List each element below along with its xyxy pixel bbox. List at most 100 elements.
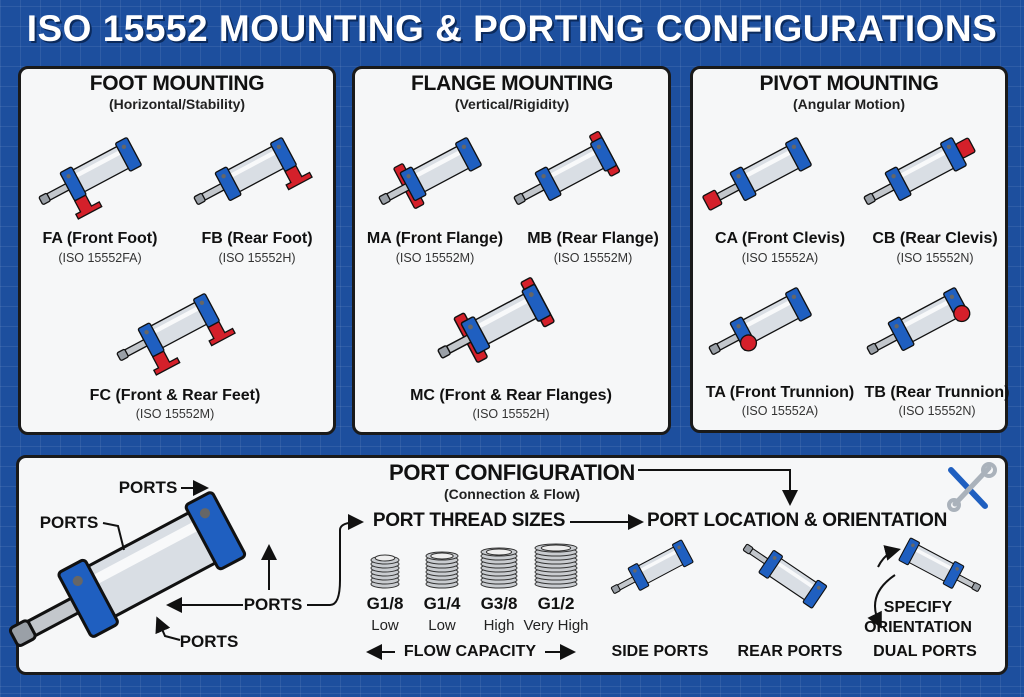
port-hole [406, 174, 411, 179]
iso-code: (ISO 15552M) [135, 407, 215, 421]
foot-bracket [151, 350, 181, 376]
iso-code: (ISO 15552FA) [58, 251, 142, 265]
panel-heading: PIVOT MOUNTING [759, 72, 939, 95]
location-heading: PORT LOCATION & ORIENTATION [646, 510, 948, 531]
port-hole [894, 324, 899, 329]
mount-label: TA (Front Trunnion) [705, 384, 855, 401]
port-hole [736, 174, 741, 179]
port-hole [468, 324, 473, 330]
barrel-highlight [899, 150, 947, 178]
ports-callout: PORTS [243, 595, 303, 614]
panel-subheading: (Angular Motion) [793, 96, 905, 112]
mount-label: CB (Rear Clevis) [872, 230, 998, 247]
foot-bracket [73, 194, 103, 220]
thread-size: G1/8 [366, 594, 404, 613]
barrel-highlight [776, 561, 815, 589]
port-hole [121, 144, 127, 150]
iso-code: (ISO 15552A) [741, 404, 819, 418]
cylinder-front-flange-icon [365, 115, 515, 230]
mount-label: FB (Rear Foot) [201, 230, 313, 247]
rod-thread [708, 342, 721, 355]
port-hole [816, 585, 821, 590]
barrel-highlight [152, 306, 200, 334]
barrel-highlight [476, 298, 529, 329]
thread-size: G1/2 [537, 594, 575, 613]
barrel-highlight [414, 150, 462, 178]
dual-ports-cylinder-icon [872, 520, 992, 613]
mount-label: FC (Front & Rear Feet) [89, 387, 261, 404]
pivot-mounting-panel [690, 66, 1008, 433]
foot-mounting-panel [18, 66, 336, 435]
port-hole [72, 575, 83, 587]
thread-sizes-heading: PORT THREAD SIZES [372, 510, 566, 531]
rod-thread [863, 192, 876, 205]
port-hole [66, 174, 71, 179]
port-hole [528, 292, 534, 297]
front-end-cap [758, 550, 783, 579]
clevis [955, 137, 976, 159]
port-hole [911, 543, 915, 548]
rod-thread [971, 582, 982, 592]
port-hole [199, 508, 211, 519]
iso-code: (ISO 15552A) [741, 251, 819, 265]
panel-heading: FLANGE MOUNTING [411, 72, 613, 95]
orientation-note: ORIENTATION [864, 619, 972, 636]
port-hole [772, 556, 777, 560]
rod-thread [378, 192, 391, 205]
rod-thread [38, 192, 51, 205]
port-hole [276, 144, 282, 150]
iso-code: (ISO 15552N) [896, 251, 974, 265]
cylinder-front-foot-icon [25, 115, 175, 230]
panel-heading: FOOT MOUNTING [89, 72, 265, 95]
rear-ports-label: REAR PORTS [737, 643, 843, 660]
flange-mounting-panel [352, 66, 671, 435]
ports-callout: PORTS [179, 632, 239, 651]
port-configuration-subheading: (Connection & Flow) [443, 486, 581, 502]
orientation-note: SPECIFY [883, 599, 953, 616]
iso-code: (ISO 15552N) [898, 404, 976, 418]
foot-bracket [207, 320, 236, 347]
side-ports-cylinder-icon [600, 522, 720, 615]
port-hole [144, 330, 149, 335]
port-hole [791, 144, 797, 150]
port-hole [791, 294, 797, 300]
ports-callout: PORTS [39, 513, 99, 532]
large-cylinder-ports-icon [0, 439, 323, 697]
port-hole [949, 294, 955, 300]
barrel-highlight [74, 150, 122, 178]
iso-code: (ISO 15552H) [472, 407, 550, 421]
rod-thread [866, 342, 879, 355]
port-hole [736, 324, 741, 329]
thread-size: G1/4 [423, 594, 461, 613]
port-hole [677, 545, 681, 550]
mount-label: FA (Front Foot) [42, 230, 158, 247]
port-hole [596, 144, 602, 150]
side-ports-label: SIDE PORTS [611, 643, 709, 660]
port-hole [946, 144, 952, 150]
rear-ports-cylinder-icon [717, 501, 864, 660]
barrel-highlight [639, 549, 678, 573]
panel-subheading: (Vertical/Rigidity) [454, 96, 570, 112]
thread-flow: Very High [523, 617, 589, 634]
cylinder-rear-trunnion-icon [853, 265, 1003, 380]
cylinder-front-trunnion-icon [695, 265, 845, 380]
cylinder-front-clevis-icon [695, 115, 845, 230]
thread-size: G3/8 [480, 594, 518, 613]
mount-label: TB (Rear Trunnion) [864, 384, 1010, 401]
iso-code: (ISO 15552H) [218, 251, 296, 265]
thread-fitting-icon [480, 547, 518, 589]
barrel-highlight [549, 150, 597, 178]
thread-fitting-icon [534, 543, 578, 589]
page-title: ISO 15552 MOUNTING & PORTING CONFIGURATI… [26, 8, 998, 49]
iso-code: (ISO 15552M) [553, 251, 633, 265]
barrel-highlight [229, 150, 277, 178]
iso-code: (ISO 15552M) [395, 251, 475, 265]
barrel-highlight [744, 150, 792, 178]
cylinder-rear-clevis-icon [850, 115, 1000, 230]
thread-fitting-icon [425, 551, 459, 589]
rod-thread [610, 584, 621, 594]
foot-bracket [284, 164, 313, 191]
port-hole [955, 567, 959, 571]
rod-thread [742, 543, 754, 555]
barrel-highlight [902, 300, 950, 328]
